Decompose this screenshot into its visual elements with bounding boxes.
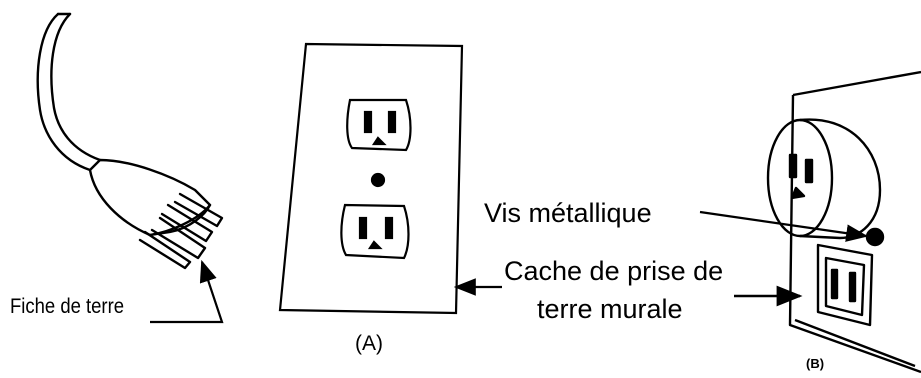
outlet-b-label: (B) [806, 356, 825, 371]
cover-label-line-2: terre murale [537, 294, 683, 324]
duplex-outlet-illustration [278, 42, 464, 315]
screw-label: Vis métallique [484, 198, 652, 228]
plug-label-leader [150, 259, 224, 324]
plug-label: Fiche de terre [10, 295, 125, 318]
cover-label-line-1: Cache de prise de [504, 256, 724, 286]
grounded-plug-illustration [36, 12, 224, 270]
outlet-a-label: (A) [355, 332, 383, 355]
wall-outlet-adapter-illustration [766, 70, 921, 374]
screw-label-leader [699, 210, 869, 242]
